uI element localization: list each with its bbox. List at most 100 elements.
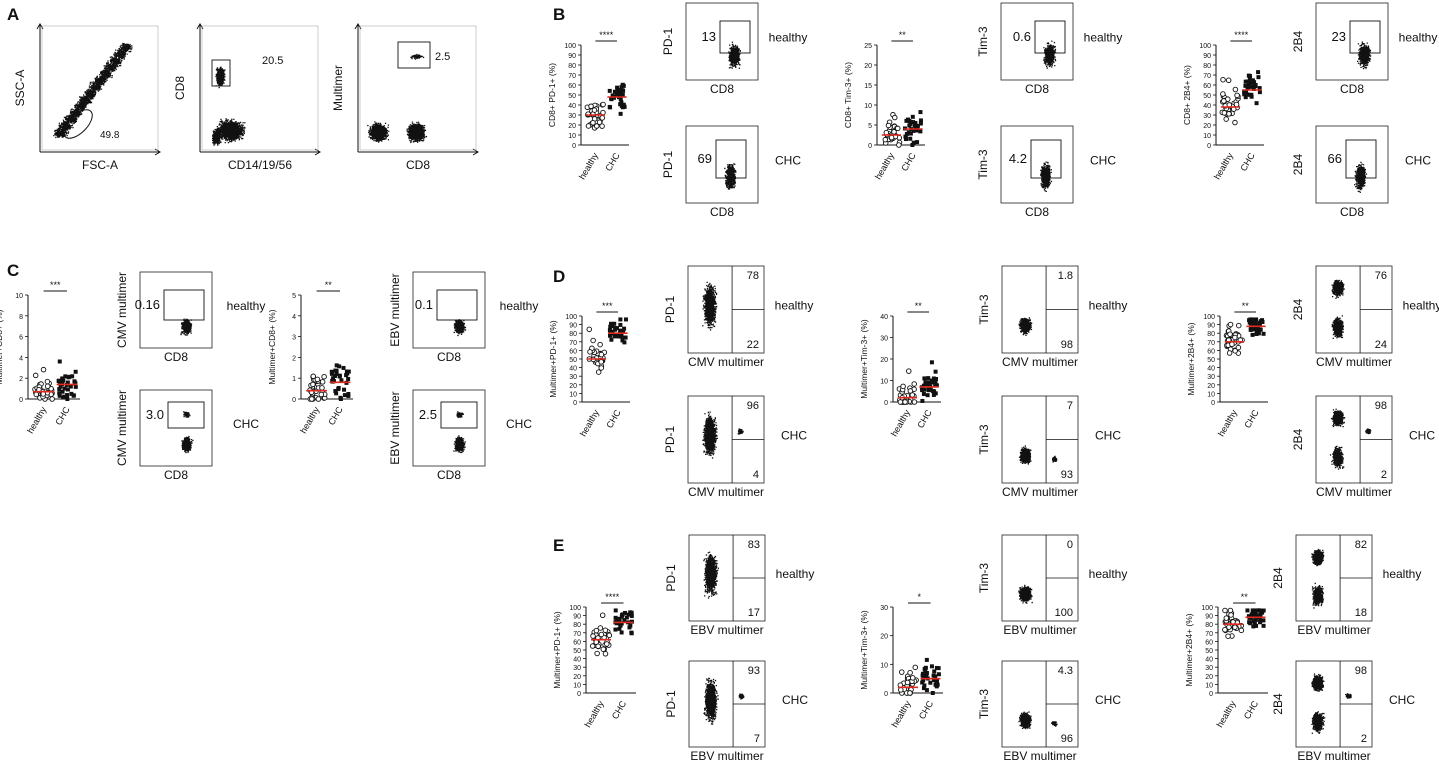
event-cloud [728, 41, 741, 69]
chc-point [73, 384, 78, 389]
chc-point [629, 631, 634, 636]
facs-y-label: Tim-3 [976, 149, 990, 180]
healthy-point [309, 396, 315, 402]
y-tick-label: 90 [1207, 323, 1215, 330]
facs-y-label: Tim-3 [977, 294, 991, 325]
healthy-point [590, 633, 596, 639]
y-axis-label: Multimer+2B4+ (%) [1184, 613, 1194, 686]
y-axis-label: Multimer+2B4+ (%) [1186, 322, 1196, 395]
y-tick-label: 1 [292, 376, 296, 383]
chc-point [934, 376, 939, 381]
healthy-point [593, 123, 600, 129]
facs-y-label: Tim-3 [976, 26, 990, 57]
event-cloud [1052, 455, 1058, 463]
y-tick-label: 30 [568, 113, 576, 120]
chc-point [65, 387, 70, 392]
healthy-point [898, 687, 904, 693]
chc-point [1256, 70, 1261, 75]
healthy-point [310, 381, 316, 388]
chc-point [1253, 83, 1258, 88]
chc-point [616, 617, 621, 622]
y-tick-label: 8 [19, 314, 23, 321]
facs-x-label: EBV multimer [1297, 749, 1370, 761]
event-cloud [1345, 693, 1352, 699]
facs-y-label: PD-1 [661, 28, 675, 56]
group-label: healthy [298, 405, 321, 436]
upper-quadrant-value: 98 [1355, 665, 1367, 677]
significance-stars: ** [915, 301, 923, 311]
healthy-point [598, 365, 605, 371]
facs-y-label: PD-1 [663, 426, 677, 454]
panel-letter-D: D [553, 267, 565, 286]
y-tick-label: 0 [868, 143, 872, 150]
facs-y-label: EBV multimer [388, 391, 402, 464]
chc-point [337, 374, 342, 379]
chc-point [911, 140, 916, 145]
chc-point [1261, 331, 1266, 336]
y-tick-label: 6 [19, 335, 23, 342]
chc-point [346, 369, 351, 374]
healthy-point [600, 646, 607, 652]
y-tick-label: 10 [864, 103, 872, 110]
chc-point [930, 380, 935, 385]
gate-percentage: 0.16 [135, 297, 160, 312]
gate [1034, 20, 1066, 54]
healthy-point [586, 326, 593, 333]
healthy-point [599, 123, 605, 129]
healthy-point [590, 120, 596, 126]
y-tick-label: 60 [573, 639, 581, 646]
chc-point [929, 664, 934, 669]
gate-percentage: 3.0 [146, 407, 164, 422]
facs-y-label: Tim-3 [977, 424, 991, 455]
healthy-point [1234, 92, 1240, 99]
group-condition-label: CHC [1090, 154, 1116, 168]
healthy-point [602, 651, 609, 657]
chc-point [57, 381, 62, 386]
chc-point [629, 610, 634, 615]
y-tick-label: 100 [565, 314, 577, 321]
chc-point [1248, 327, 1253, 332]
event-cloud [406, 121, 428, 144]
gate-percentage: 2.5 [435, 51, 450, 63]
y-tick-label: 0 [1207, 143, 1211, 150]
chc-point [1250, 332, 1255, 337]
group-label: healthy [1212, 151, 1235, 182]
chc-point [1249, 612, 1254, 617]
healthy-point [888, 134, 895, 141]
healthy-point [1229, 341, 1235, 348]
healthy-point [910, 675, 916, 681]
chc-point [920, 671, 925, 676]
gate [719, 20, 751, 54]
group-label: healthy [873, 151, 896, 182]
significance-stars: **** [605, 592, 620, 602]
cd8-gate [211, 59, 231, 87]
y-tick-label: 80 [1205, 622, 1213, 629]
event-cloud [738, 693, 745, 700]
y-tick-label: 4 [19, 355, 23, 362]
chc-point [57, 387, 62, 392]
plot-area [201, 25, 319, 151]
healthy-point [907, 388, 914, 394]
chc-point [1250, 78, 1255, 83]
chc-point [920, 398, 925, 403]
y-axis-label: Multimer+PD-1+ (%) [552, 611, 562, 689]
event-cloud [183, 411, 191, 418]
axis-label-x: CD14/19/56 [228, 158, 292, 172]
gate-percentage: 4.2 [1009, 151, 1027, 166]
chc-point [1260, 610, 1265, 615]
chc-point [1251, 624, 1256, 629]
y-tick-label: 10 [568, 133, 576, 140]
gate-percentage: 13 [702, 29, 716, 44]
gate [167, 401, 205, 429]
chc-point [62, 394, 67, 399]
chc-point [920, 680, 925, 685]
healthy-point [1222, 607, 1228, 614]
chc-point [1256, 331, 1261, 336]
